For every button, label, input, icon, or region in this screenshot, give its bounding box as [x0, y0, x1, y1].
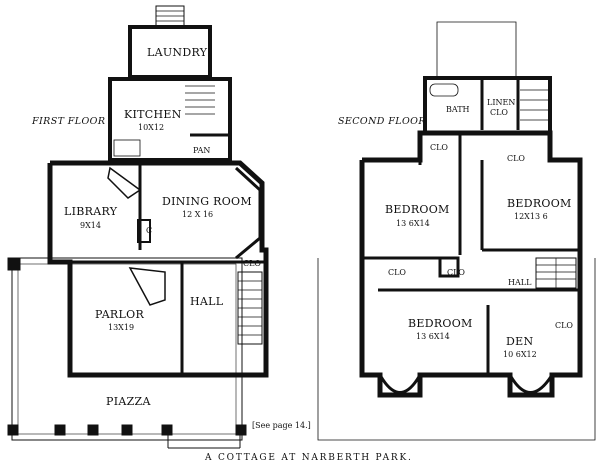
first-floor-hall-label: HALL [190, 295, 224, 308]
closet-mid-center-label: CLO [447, 268, 465, 277]
dining-room-label: DINING ROOM [162, 195, 252, 208]
kitchen-walls [108, 77, 232, 162]
closet-top-left-label: CLO [430, 143, 448, 152]
parlor-dim-label: 13X19 [108, 323, 134, 332]
second-floor-plan [317, 21, 596, 441]
kitchen-label: KITCHEN [124, 108, 182, 121]
linen-label: LINEN [487, 98, 515, 107]
laundry-label: LAUNDRY [147, 46, 208, 59]
first-floor-outer-walls [47, 160, 269, 378]
first-floor-hall-closet-label: CLO [243, 259, 261, 268]
bottom-bedroom-label: BEDROOM [408, 317, 473, 330]
closet-top-right-label: CLO [507, 154, 525, 163]
left-bedroom-label: BEDROOM [385, 203, 450, 216]
first-floor-heading: FIRST FLOOR [31, 116, 105, 127]
lower-roof-outline [317, 258, 596, 441]
pantry-label: PAN [193, 146, 210, 155]
second-floor-outer-walls [359, 130, 583, 398]
plate-caption: A COTTAGE AT NARBERTH PARK. [204, 453, 413, 463]
piazza-label: PIAZZA [106, 395, 151, 408]
second-floor-hall-label: HALL [508, 278, 532, 287]
den-closet-label: CLO [555, 321, 573, 330]
right-bedroom-dim-label: 12X13 6 [514, 212, 548, 221]
page-reference-note: [See page 14.] [252, 421, 311, 430]
second-floor-heading: SECOND FLOOR [338, 116, 426, 127]
closet-mid-left-label: CLO [388, 268, 406, 277]
roof-outline [436, 21, 517, 78]
dining-room-dim-label: 12 X 16 [182, 210, 213, 219]
den-label: DEN [506, 335, 533, 348]
first-floor-plan [7, 5, 269, 449]
bottom-bedroom-dim-label: 13 6X14 [416, 332, 450, 341]
linen-closet-label: CLO [490, 108, 508, 117]
bath-label: BATH [446, 105, 470, 114]
left-bedroom-dim-label: 13 6X14 [396, 219, 430, 228]
piazza-outline [11, 257, 243, 441]
right-bedroom-label: BEDROOM [507, 197, 572, 210]
kitchen-dim-label: 10X12 [138, 123, 164, 132]
labels: FIRST FLOOR LAUNDRY KITCHEN 10X12 PAN LI… [31, 46, 573, 463]
parlor-label: PARLOR [95, 308, 144, 321]
library-label: LIBRARY [64, 205, 118, 218]
closet-c-label: C [146, 226, 152, 235]
library-dim-label: 9X14 [80, 221, 101, 230]
den-dim-label: 10 6X12 [503, 350, 537, 359]
